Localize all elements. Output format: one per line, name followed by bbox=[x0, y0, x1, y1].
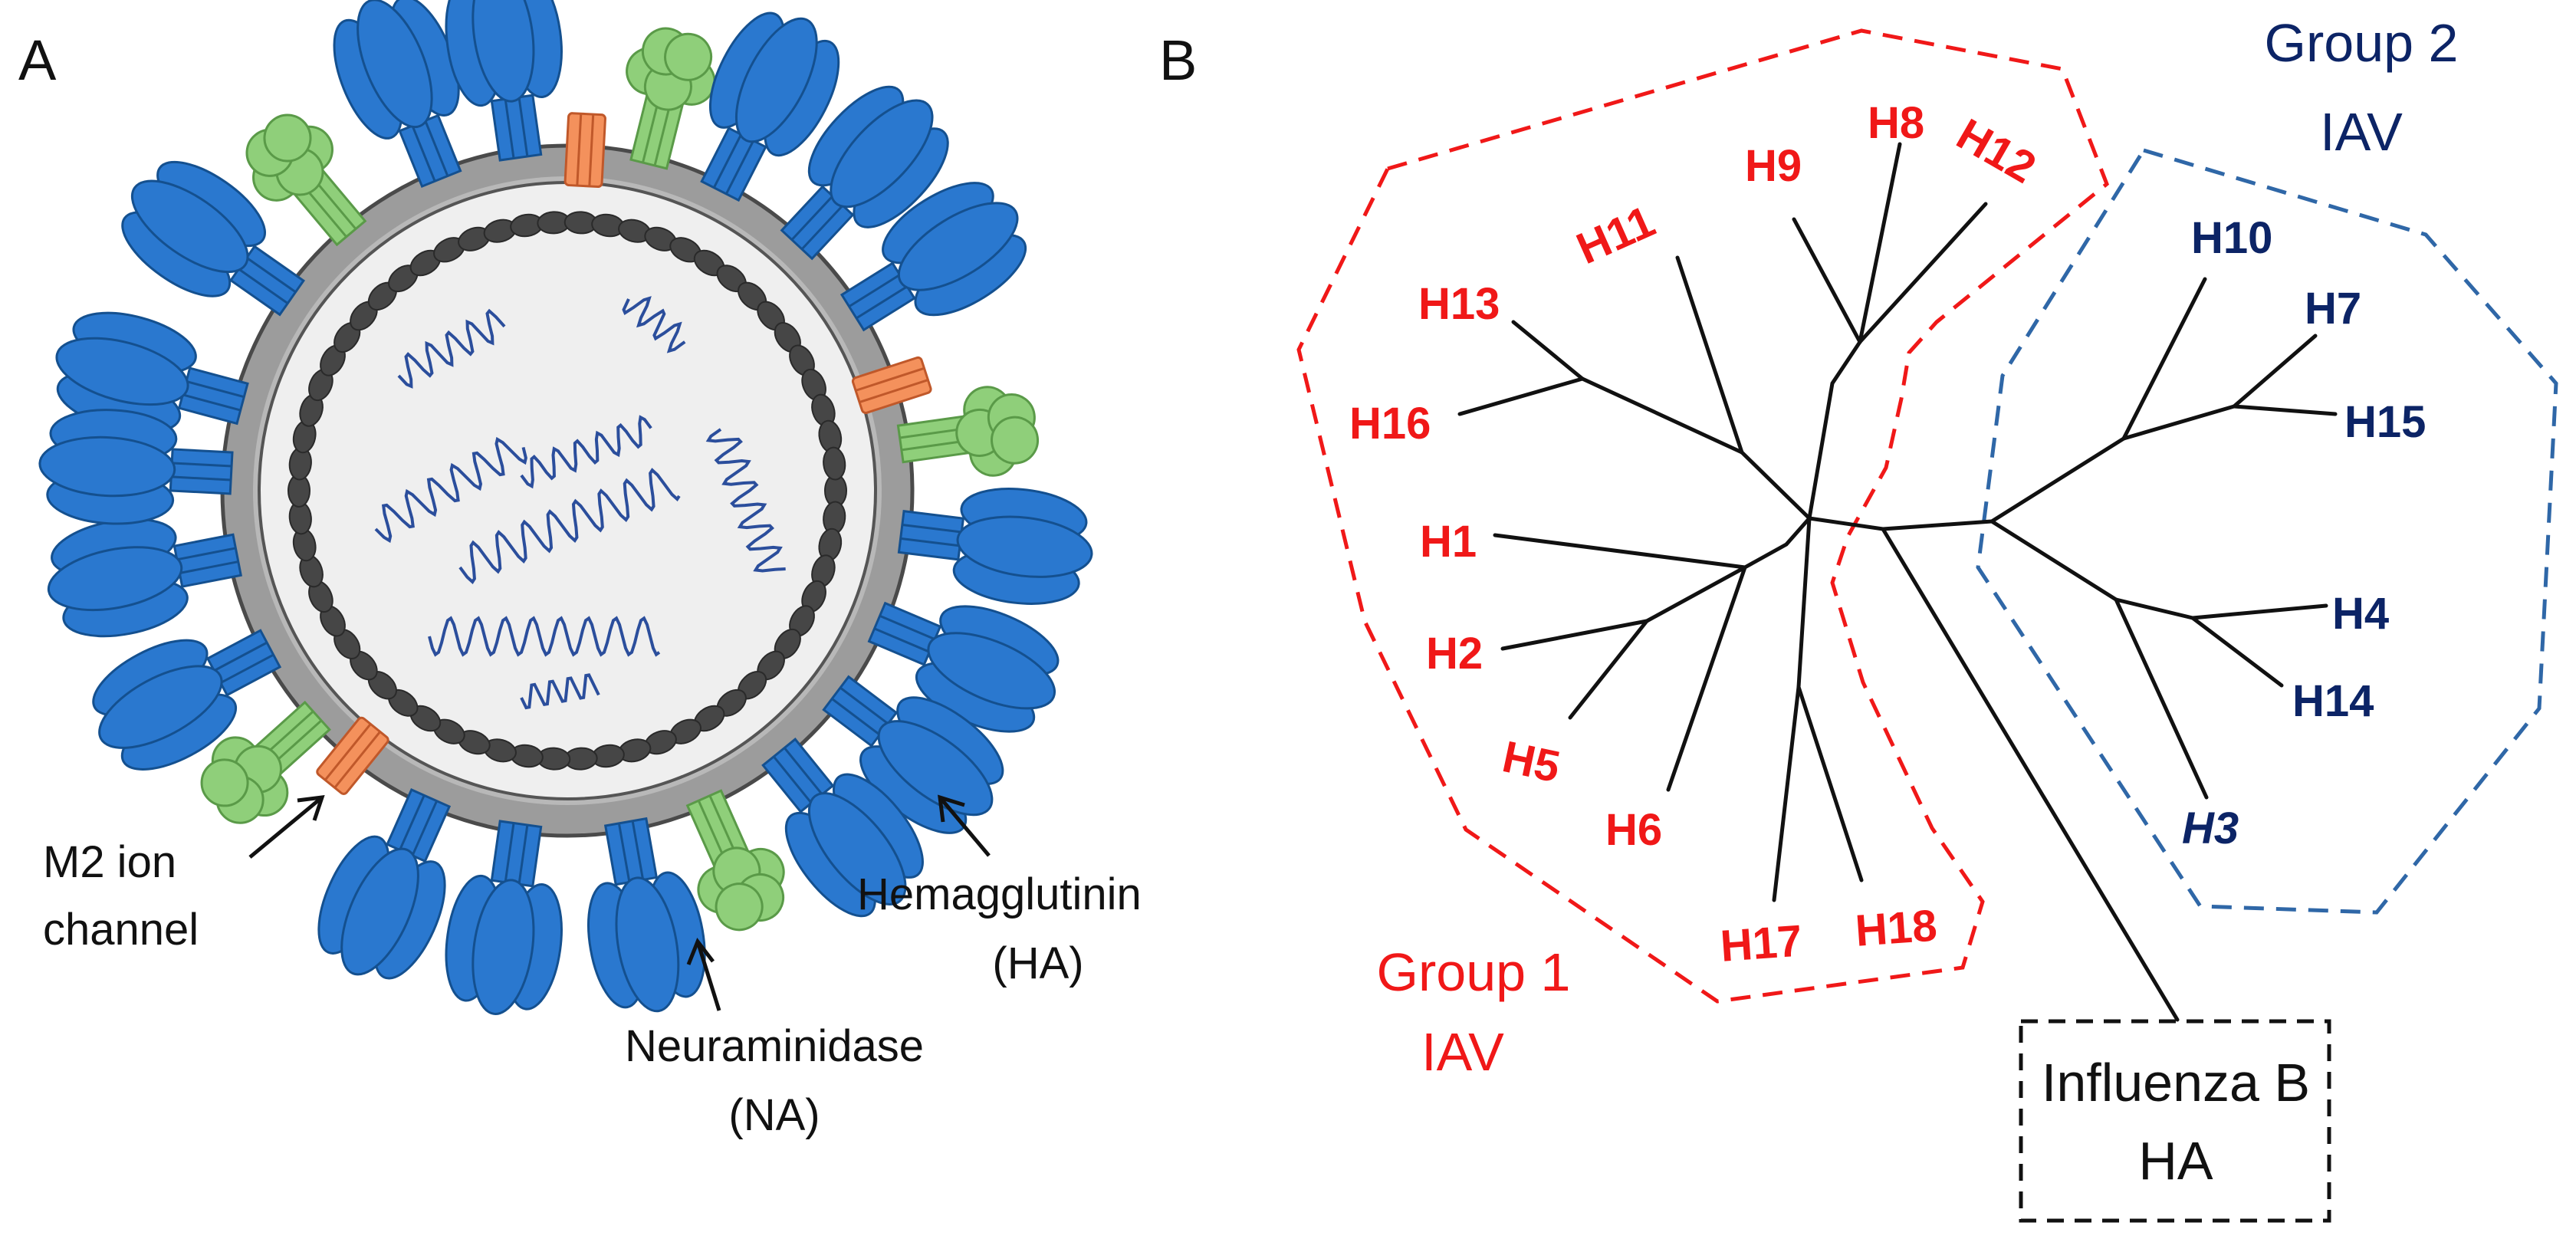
viral-rna-segments bbox=[374, 296, 786, 710]
branch-trunk bbox=[1807, 516, 1994, 531]
branch-h17 bbox=[1772, 685, 1801, 902]
branch-h13 bbox=[1511, 320, 1585, 381]
leaf-h17: H17 bbox=[1719, 916, 1804, 971]
leaf-h10: H10 bbox=[2191, 213, 2272, 263]
branch-h15 bbox=[2232, 404, 2338, 416]
hemagglutinin-spike bbox=[436, 814, 578, 1024]
group1-outline bbox=[1296, 28, 2109, 1004]
branch-h7-h15 bbox=[2121, 404, 2236, 441]
na-label-line2: (NA) bbox=[728, 1090, 820, 1140]
leaf-h12: H12 bbox=[1949, 109, 2045, 192]
na-label-line1: Neuraminidase bbox=[625, 1021, 924, 1071]
rna-segment bbox=[397, 308, 506, 389]
leaf-h4: H4 bbox=[2332, 589, 2389, 639]
branch-h9 bbox=[1792, 217, 1862, 344]
leaf-h8: H8 bbox=[1868, 98, 1924, 148]
branch-g1-lower bbox=[1743, 516, 1812, 570]
panel-a-letter: A bbox=[18, 28, 57, 92]
branch-h3 bbox=[2114, 597, 2209, 800]
branch-h8 bbox=[1858, 142, 1902, 344]
rna-segment bbox=[520, 415, 652, 489]
rna-segment bbox=[428, 616, 661, 657]
branch-g1-upper bbox=[1807, 340, 1862, 521]
group1-leaf-labels: H8 H9 H12 H11 H13 H16 H1 H2 H5 H6 H17 H1… bbox=[1349, 98, 2044, 971]
group2-leaf-labels: H10 H7 H15 H4 H14 H3 bbox=[2182, 213, 2426, 853]
leaf-h15: H15 bbox=[2344, 397, 2426, 447]
influenza-b-label-line2: HA bbox=[2138, 1131, 2213, 1191]
ha-label-line1: Hemagglutinin bbox=[857, 869, 1142, 919]
leaf-h9: H9 bbox=[1745, 141, 1802, 191]
branch-h12 bbox=[1858, 202, 1988, 344]
influenza-b-box bbox=[2019, 1019, 2331, 1223]
leaf-h3: H3 bbox=[2182, 804, 2239, 853]
rna-segment bbox=[705, 428, 786, 573]
rna-segment bbox=[374, 436, 527, 544]
m2-label-line2: channel bbox=[43, 905, 199, 955]
rna-segment bbox=[458, 468, 681, 584]
branch-h4-h14 bbox=[2114, 597, 2195, 620]
group2-label-line2: IAV bbox=[2320, 102, 2403, 162]
m2-arrow bbox=[248, 795, 325, 859]
leaf-h7: H7 bbox=[2305, 284, 2361, 334]
leaf-h11: H11 bbox=[1569, 196, 1662, 274]
hemagglutinin-spike bbox=[436, 0, 578, 167]
panel-b-letter: B bbox=[1159, 28, 1197, 92]
influenza-virion-illustration bbox=[35, 0, 1100, 1024]
branch-h2-h5 bbox=[1644, 565, 1747, 623]
leaf-h6: H6 bbox=[1605, 805, 1662, 855]
branch-h1 bbox=[1493, 533, 1747, 570]
leaf-h1: H1 bbox=[1420, 517, 1477, 567]
branch-h4 bbox=[2190, 603, 2328, 620]
na-arrow bbox=[686, 937, 721, 1011]
group2-label-line1: Group 2 bbox=[2265, 13, 2459, 73]
rna-segment bbox=[520, 673, 600, 710]
branch-h7 bbox=[2232, 334, 2318, 409]
viral-core bbox=[258, 181, 877, 800]
influenza-b-label-line1: Influenza B bbox=[2042, 1053, 2310, 1112]
hemagglutinin-spike bbox=[893, 474, 1100, 613]
branch-h16 bbox=[1457, 376, 1585, 416]
group2-outline bbox=[1976, 148, 2558, 915]
leaf-h5: H5 bbox=[1498, 731, 1564, 792]
matrix-bead bbox=[823, 446, 846, 481]
branch-influenza-b bbox=[1881, 527, 2180, 1022]
branch-h10 bbox=[2121, 277, 2207, 441]
group1-label-line1: Group 1 bbox=[1377, 942, 1571, 1002]
branch-g1-mid bbox=[1740, 450, 1812, 521]
hemagglutinin-spike bbox=[35, 405, 235, 531]
leaf-h13: H13 bbox=[1418, 279, 1500, 329]
branch-g2-upper bbox=[1990, 436, 2126, 524]
ha-label-line2: (HA) bbox=[992, 938, 1083, 988]
branch-h6 bbox=[1666, 565, 1747, 792]
branch-h13-h16 bbox=[1580, 376, 1744, 455]
leaf-h2: H2 bbox=[1426, 629, 1483, 679]
phylogenetic-tree bbox=[1457, 142, 2338, 1022]
branch-h18 bbox=[1796, 685, 1864, 882]
ha-arrow bbox=[938, 794, 991, 857]
rna-segment bbox=[622, 296, 686, 353]
matrix-protein-layer bbox=[288, 211, 847, 771]
hemagglutinin-spike bbox=[568, 810, 717, 1022]
branch-h14 bbox=[2190, 616, 2284, 688]
group1-label-line2: IAV bbox=[1421, 1022, 1504, 1082]
panel-a-arrows bbox=[248, 794, 991, 1011]
branch-h17-h18 bbox=[1796, 516, 1812, 689]
leaf-h18: H18 bbox=[1854, 901, 1939, 956]
branch-g2-lower bbox=[1990, 519, 2118, 602]
branch-h2 bbox=[1500, 619, 1649, 651]
leaf-h16: H16 bbox=[1349, 399, 1431, 449]
m2-label-line1: M2 ion bbox=[43, 837, 176, 887]
leaf-h14: H14 bbox=[2292, 676, 2374, 726]
m2-ion-channel bbox=[564, 111, 607, 189]
branch-h5 bbox=[1568, 619, 1649, 720]
branch-h11 bbox=[1675, 255, 1744, 455]
